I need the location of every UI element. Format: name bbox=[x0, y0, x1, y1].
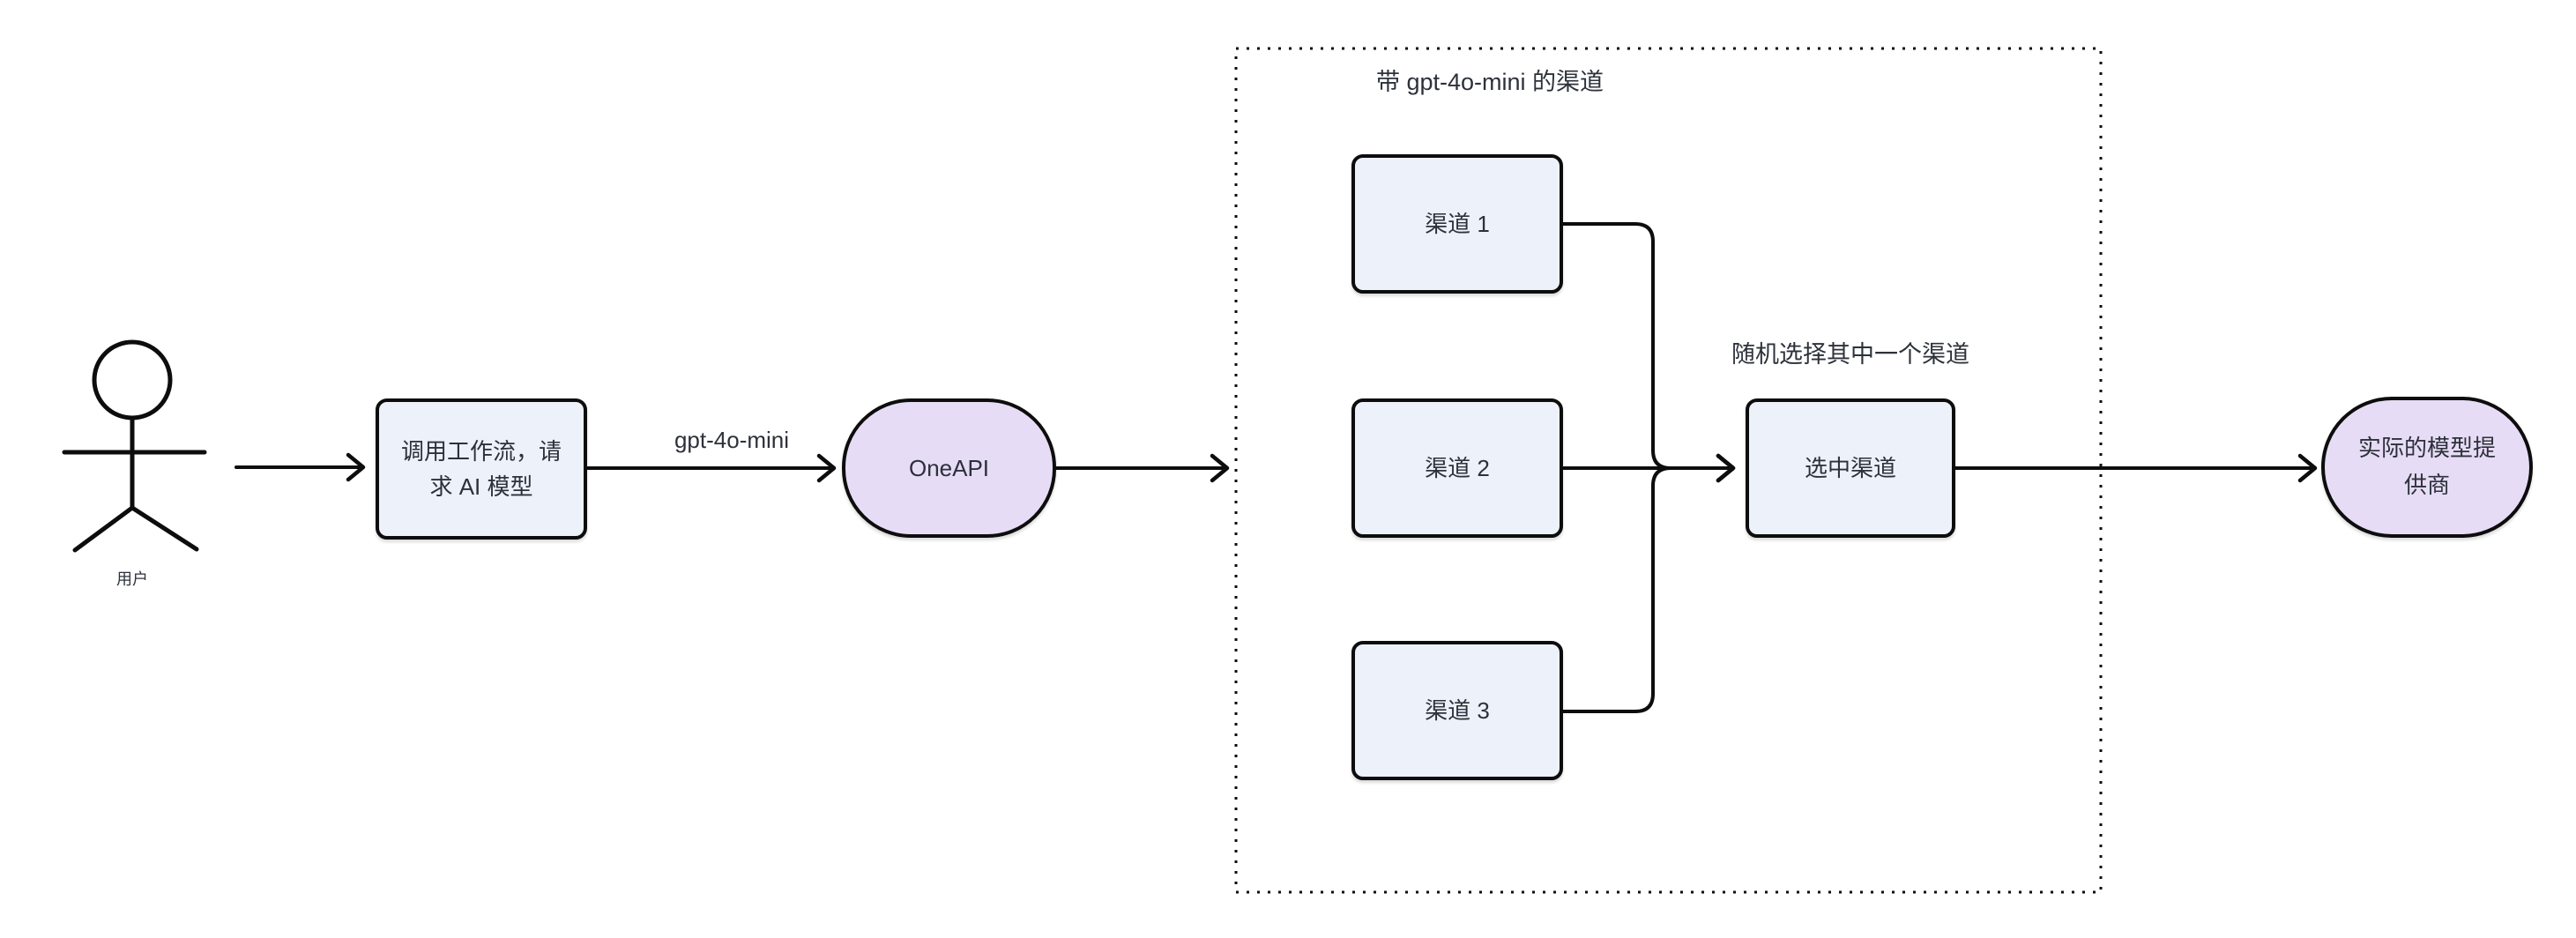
subgraph-title: 带 gpt-4o-mini 的渠道 bbox=[1375, 69, 1604, 95]
node-provider-label-line2: 供商 bbox=[2403, 472, 2450, 498]
node-channel3: 渠道 3 bbox=[1351, 641, 1563, 780]
node-selected-channel: 选中渠道 bbox=[1746, 398, 1955, 538]
node-channel2: 渠道 2 bbox=[1351, 398, 1563, 538]
node-provider: 实际的模型提 供商 bbox=[2321, 397, 2533, 538]
node-selected-channel-label: 选中渠道 bbox=[1804, 454, 1896, 481]
edge-label-model: gpt-4o-mini bbox=[674, 427, 790, 453]
subgraph-border bbox=[1234, 47, 2103, 894]
node-channel2-label: 渠道 2 bbox=[1425, 454, 1490, 481]
node-oneapi-label: OneAPI bbox=[908, 454, 990, 481]
node-channel1-label: 渠道 1 bbox=[1425, 210, 1490, 237]
node-workflow-label-line1: 调用工作流，请 bbox=[400, 437, 562, 465]
node-channel1: 渠道 1 bbox=[1351, 154, 1563, 294]
node-workflow-label-line2: 求 AI 模型 bbox=[429, 473, 533, 500]
node-provider-label-line1: 实际的模型提 bbox=[2357, 435, 2496, 462]
node-workflow: 调用工作流，请 求 AI 模型 bbox=[376, 398, 587, 540]
actor-label-user: 用户 bbox=[116, 570, 148, 588]
node-oneapi: OneAPI bbox=[842, 398, 1056, 538]
selection-note-label: 随机选择其中一个渠道 bbox=[1731, 341, 1969, 368]
node-channel3-label: 渠道 3 bbox=[1425, 696, 1490, 724]
person-icon bbox=[62, 339, 207, 553]
edge-channel3-to-selected bbox=[1561, 453, 1736, 713]
